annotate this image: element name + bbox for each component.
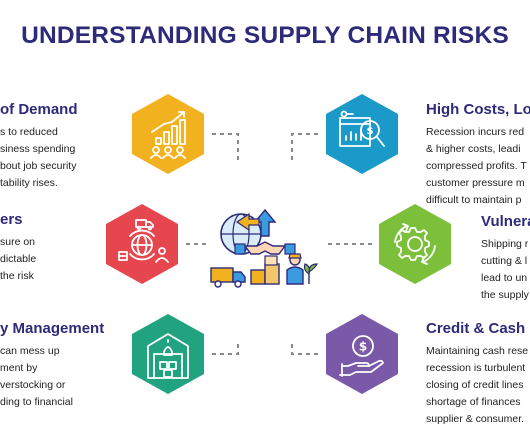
page-title: UNDERSTANDING SUPPLY CHAIN RISKS bbox=[21, 22, 509, 49]
right-text-credit: Maintaining cash rese recession is turbu… bbox=[426, 345, 529, 425]
hexagon-vulnerability bbox=[373, 202, 457, 286]
warehouse-alert-icon bbox=[147, 333, 189, 379]
cost-analysis-icon: $ bbox=[339, 110, 385, 147]
svg-text:$: $ bbox=[367, 126, 374, 137]
money-hand-icon: $ bbox=[339, 335, 384, 377]
left-heading-inventory: y Management bbox=[0, 320, 105, 337]
global-logistics-icon bbox=[118, 219, 169, 263]
left-text-suppliers: sure on dictable the risk bbox=[0, 236, 37, 282]
right-text-vulnerability: Shipping r cutting & l lead to un the su… bbox=[481, 238, 529, 301]
supply-chain-handshake-icon bbox=[210, 208, 318, 288]
right-text-costs: Recession incurs red & higher costs, lea… bbox=[426, 126, 527, 206]
left-text-inventory: can mess up ment by verstocking or ding … bbox=[0, 345, 73, 408]
left-text-demand: s to reduced siness spending bout job se… bbox=[0, 126, 77, 189]
right-heading-costs: High Costs, Low bbox=[426, 101, 530, 118]
svg-text:$: $ bbox=[359, 340, 367, 354]
left-heading-demand: of Demand bbox=[0, 101, 78, 118]
right-heading-credit: Credit & Cash C bbox=[426, 320, 530, 337]
hexagon-demand bbox=[126, 92, 210, 176]
hexagon-inventory bbox=[126, 312, 210, 396]
left-heading-suppliers: ers bbox=[0, 211, 23, 228]
hexagon-costs: $ bbox=[320, 92, 404, 176]
gear-cycle-icon bbox=[394, 223, 436, 265]
hexagon-credit: $ bbox=[320, 312, 404, 396]
center-illustration bbox=[205, 200, 325, 300]
hexagon-suppliers bbox=[100, 202, 184, 286]
growth-chart-people-icon bbox=[150, 111, 186, 159]
right-heading-vulnerability: Vulnera bbox=[481, 213, 530, 230]
